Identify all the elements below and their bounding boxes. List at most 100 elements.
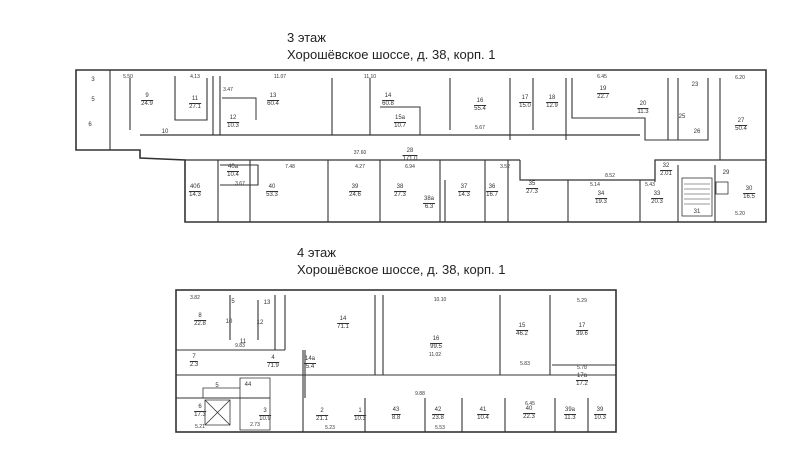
- room-area: 60.4: [267, 100, 279, 107]
- room-number: 10: [161, 128, 169, 135]
- room-number: 40а: [226, 164, 240, 172]
- floor3-dimension-label: 5.67: [475, 124, 485, 131]
- room-area: 10.9: [259, 415, 271, 422]
- floor4-room-label: 5: [214, 383, 219, 390]
- room-number: 5: [231, 298, 235, 305]
- floor4-dimension-label: 9.88: [415, 390, 425, 397]
- floor4-dimension-label: 6.45: [525, 400, 535, 407]
- room-number: 25: [678, 113, 686, 120]
- room-number: 31: [693, 208, 701, 215]
- floor4-walls: [175, 289, 617, 433]
- room-area: 19.3: [595, 198, 607, 205]
- floor3-dimension-label: 3.52: [500, 163, 510, 170]
- room-area: 8.8: [391, 414, 401, 421]
- floor3-dimension-label: 11.07: [273, 73, 287, 80]
- floor3-dimension-label: 6.94: [405, 163, 415, 170]
- floor4-dimension-label: 2.73: [250, 421, 260, 428]
- floor4-dimension-label: 5.83: [520, 360, 530, 367]
- room-area: 2.3: [189, 361, 199, 368]
- floor4-room-label: 11: [239, 339, 247, 346]
- room-area: 53.3: [266, 191, 278, 198]
- floor4-dimension-label: 11.02: [428, 351, 442, 358]
- room-area: 2.01: [660, 170, 672, 177]
- room-number: 23: [691, 81, 699, 88]
- floor4-label: 4 этаж: [297, 245, 336, 260]
- floor4-dimension-label: 10.10: [433, 296, 447, 303]
- room-area: 16.7: [486, 191, 498, 198]
- room-number: 39: [594, 407, 606, 415]
- room-area: 99.5: [430, 343, 442, 350]
- room-number: 34: [595, 191, 607, 199]
- room-number: 16: [474, 98, 486, 106]
- room-number: 33: [651, 191, 663, 199]
- room-number: 10: [225, 318, 233, 325]
- floor4-dimension-label: 9.83: [235, 342, 245, 349]
- floor4-address: Хорошёвское шоссе, д. 38, корп. 1: [297, 262, 506, 277]
- room-number: 19: [597, 86, 609, 94]
- room-area: 17.3: [194, 411, 206, 418]
- room-number: 1: [354, 408, 366, 416]
- room-number: 30: [743, 186, 755, 194]
- room-number: 17: [576, 323, 588, 331]
- room-number: 7: [189, 354, 199, 362]
- room-number: 5: [91, 96, 95, 103]
- floor3-dimension-label: 5.14: [590, 181, 600, 188]
- floor4-room-label: 12: [256, 320, 265, 327]
- room-number: 32: [660, 163, 672, 171]
- floor3-dimension-label: 4.13: [190, 73, 200, 80]
- room-number: 5: [215, 382, 219, 389]
- room-area: 15.0: [519, 102, 531, 109]
- floor3-dimension-label: 4.27: [355, 163, 365, 170]
- room-area: 27.3: [526, 188, 538, 195]
- room-number: 28: [402, 148, 418, 156]
- floor4-room-label: 5: [230, 299, 235, 306]
- room-number: 12: [227, 115, 239, 123]
- floor3-room-label: 6: [87, 122, 92, 129]
- floor3-room-label: 29: [722, 170, 731, 177]
- floor4-room-label: 13: [263, 300, 272, 307]
- room-area: 6.3: [424, 203, 434, 210]
- room-area: 16.5: [743, 193, 755, 200]
- room-number: 14: [382, 93, 394, 101]
- floor3-dimension-label: 3.67: [235, 180, 245, 187]
- room-area: 14.3: [189, 191, 201, 198]
- room-number: 20: [637, 101, 649, 109]
- floor3-stairs: [684, 183, 710, 205]
- floor3-room-label: 26: [693, 129, 702, 136]
- floor4-dimension-label: 5.53: [435, 424, 445, 431]
- floor3-label: 3 этаж: [287, 30, 326, 45]
- room-area: 71.9: [267, 362, 279, 369]
- room-area: 10.7: [394, 122, 406, 129]
- room-area: 10.4: [477, 414, 489, 421]
- room-area: 11.3: [564, 414, 576, 421]
- floor4-dimension-label: 5.29: [577, 297, 587, 304]
- room-number: 39: [349, 184, 361, 192]
- room-number: 13: [267, 93, 279, 101]
- room-number: 6: [194, 404, 206, 412]
- floor3-room-label: 31: [693, 209, 702, 216]
- floor3-dimension-label: 3.47: [223, 86, 233, 93]
- room-area: 10.4: [227, 171, 239, 178]
- room-area: 20.3: [651, 198, 663, 205]
- room-number: 8: [194, 313, 206, 321]
- room-number: 43: [391, 407, 401, 415]
- room-area: 55.4: [474, 105, 486, 112]
- room-number: 12: [256, 319, 264, 326]
- room-number: 3: [91, 76, 95, 83]
- floor3-dimension-label: 5.50: [123, 73, 133, 80]
